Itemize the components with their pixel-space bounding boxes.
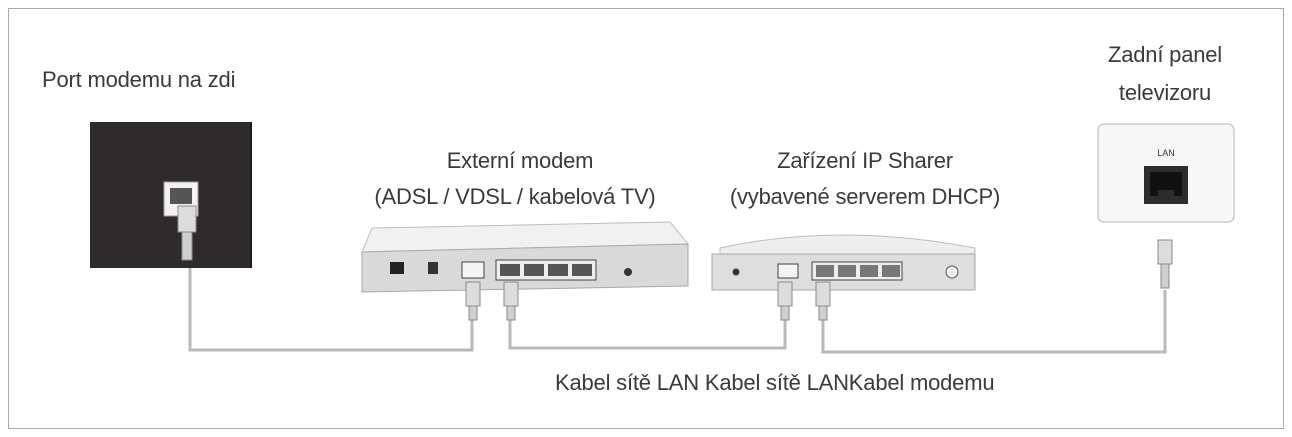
lan-cable-2 [821, 290, 1167, 354]
ip-sharer-label-line1: Zařízení IP Sharer [777, 148, 953, 173]
external-modem-label-line2: (ADSL / VDSL / kabelová TV) [374, 184, 656, 209]
wall-plug [177, 205, 197, 233]
modem-cable [188, 262, 474, 352]
external-modem-illustration [361, 221, 690, 321]
lan-cable-1 [508, 318, 787, 350]
cables [188, 262, 1167, 354]
tv-panel-label-line1: Zadní panel [1108, 42, 1222, 67]
ip-sharer-label-line2: (vybavené serverem DHCP) [729, 184, 1001, 209]
tv-panel-label-line2: televizoru [1118, 80, 1212, 105]
external-modem-label-line1: Externí modem [446, 148, 594, 173]
tv-rear-panel-illustration: LAN [1097, 123, 1235, 289]
ip-sharer-illustration [711, 234, 976, 321]
wall-port-label: Port modemu na zdi [42, 67, 236, 92]
cable-caption: Kabel sítě LAN Kabel sítě LANKabel modem… [555, 370, 995, 395]
tv-port-label: LAN [1157, 148, 1175, 158]
wall-port-illustration [90, 122, 252, 268]
